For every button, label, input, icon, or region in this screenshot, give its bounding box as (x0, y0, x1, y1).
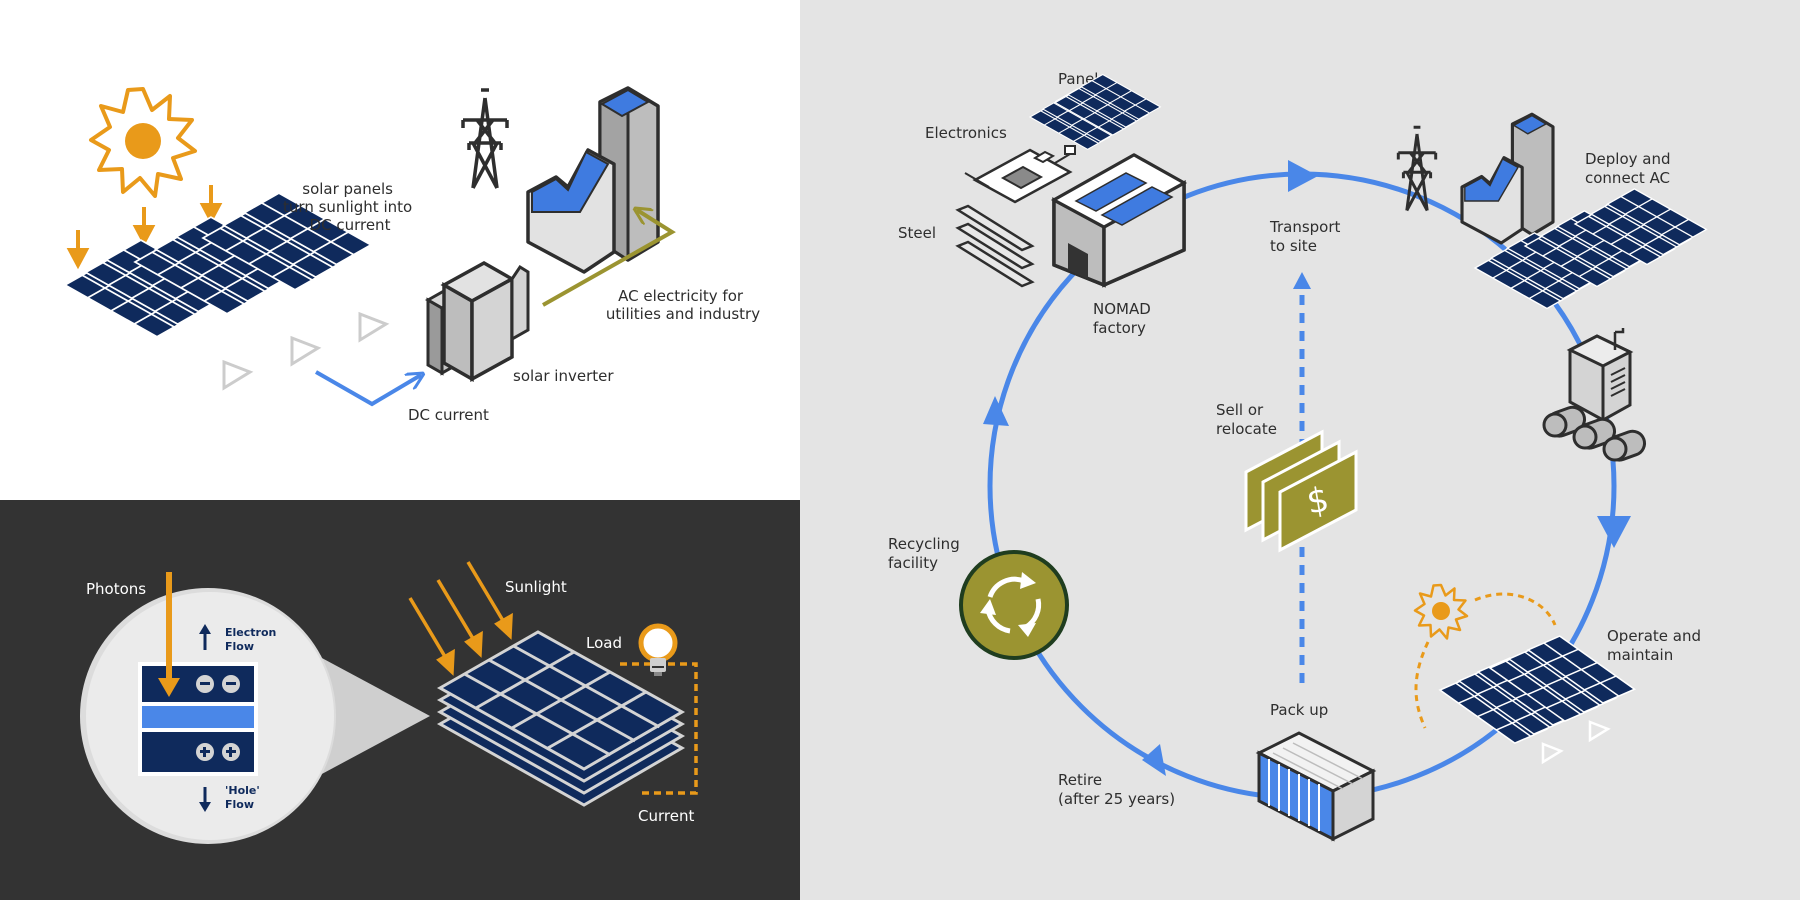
recycling-label: Recycling facility (888, 535, 965, 572)
current-label: Current (638, 807, 694, 825)
load-label: Load (586, 634, 622, 652)
circuit-board-icon (964, 145, 1076, 204)
panel-lifecycle: Panels Electronics Steel (800, 0, 1800, 900)
factory-icon (1460, 112, 1555, 245)
energy-flow-background (0, 0, 800, 500)
sunlight-arrows (66, 185, 223, 270)
sell-relocate-label: Sell or relocate (1216, 401, 1277, 438)
solar-inverter-label: solar inverter (513, 367, 614, 385)
operate-label: Operate and maintain (1607, 627, 1706, 664)
shipping-container-icon (1255, 731, 1377, 842)
solar-panel-stack (436, 630, 686, 807)
sunlight-rays (408, 561, 513, 676)
cycle-arrows (983, 160, 1631, 776)
photons-label: Photons (86, 580, 146, 598)
deploy-label: Deploy and connect AC (1585, 150, 1675, 187)
solar-panel-icon (1435, 629, 1639, 765)
cell-cross-section (138, 662, 258, 776)
money-icon: $ (1244, 429, 1358, 553)
solar-panels-label: solar panels turn sunlight into DC curre… (283, 180, 417, 234)
generator-icon (1542, 328, 1647, 462)
electron-flow-arrow (199, 624, 211, 650)
sun-icon (1413, 583, 1469, 640)
electronics-label: Electronics (925, 124, 1007, 142)
sun-path (1414, 592, 1557, 729)
recycle-icon (959, 550, 1069, 660)
retire-label: Retire (after 25 years) (1058, 771, 1175, 808)
nomad-factory-label: NOMAD factory (1093, 300, 1156, 337)
factory-icon (1050, 153, 1188, 288)
ac-electricity-arrow (542, 210, 676, 307)
transport-label: Transport to site (1269, 218, 1345, 255)
lightbulb-icon (638, 623, 678, 676)
electron-icon (196, 675, 240, 693)
dc-current-label: DC current (408, 406, 489, 424)
solar-panel-icon (65, 193, 390, 391)
ac-electricity-label: AC electricity for utilities and industr… (606, 287, 760, 323)
steel-beam-icon (955, 204, 1035, 288)
hole-icon (196, 743, 240, 761)
panel-photovoltaic-effect: Photons Electron Flow 'Hole' Flow Sunlig… (0, 500, 800, 900)
electron-flow-label: Electron Flow (225, 626, 280, 653)
dc-current-arrow (315, 370, 421, 407)
steel-label: Steel (898, 224, 936, 242)
hole-flow-arrow (199, 787, 211, 812)
panel-energy-flow: solar panels turn sunlight into DC curre… (0, 0, 800, 500)
inverter-icon (424, 260, 530, 383)
sunlight-label: Sunlight (505, 578, 567, 596)
hole-flow-label: 'Hole' Flow (225, 784, 264, 811)
pack-up-label: Pack up (1270, 701, 1328, 719)
sun-icon (89, 87, 197, 198)
